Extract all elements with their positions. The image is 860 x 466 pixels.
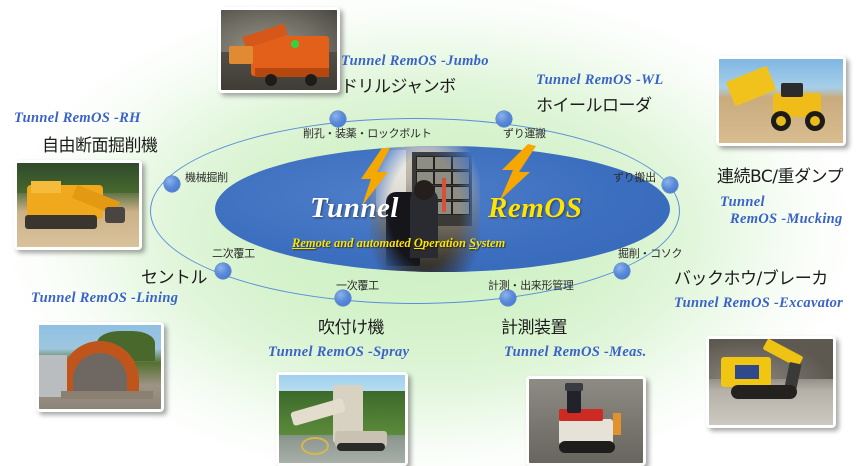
product-label-wl: Tunnel RemOS -WL: [536, 72, 664, 88]
machine-label-spray: 吹付け機: [318, 318, 385, 338]
stage-label-haulage: ずり運搬: [503, 127, 546, 140]
node-stage-drilling[interactable]: [330, 111, 346, 127]
product-label-rh: Tunnel RemOS -RH: [14, 110, 141, 126]
drill-jumbo-photo: [218, 7, 340, 93]
subtitle-part-s: S: [469, 236, 477, 250]
node-stage-primary[interactable]: [335, 290, 351, 306]
wheel-loader-photo: [716, 56, 846, 146]
machine-label-excavator: バックホウ/ブレーカ: [674, 269, 828, 289]
stage-label-excav: 掘削・コソク: [618, 247, 683, 260]
form-carriage-photo: [36, 322, 164, 412]
machine-label-meas: 計測装置: [501, 318, 568, 338]
shotcrete-machine-photo: [276, 372, 408, 466]
subtitle-part-4: peration: [422, 236, 470, 250]
product-label-spray: Tunnel RemOS -Spray: [268, 344, 410, 360]
product-label-lining: Tunnel RemOS -Lining: [31, 290, 179, 306]
center-title-right: RemOS: [488, 192, 583, 224]
stage-label-measure: 計測・出来形管理: [488, 279, 574, 292]
operator-head: [414, 180, 434, 200]
node-stage-measure[interactable]: [500, 290, 516, 306]
node-stage-secondary[interactable]: [215, 263, 231, 279]
machine-label-rh: 自由断面掘削機: [42, 136, 158, 156]
lightning-bolt-right-icon: [500, 144, 536, 200]
subtitle-part-rem: Rem: [292, 236, 316, 250]
process-cycle-ellipse: [150, 118, 680, 304]
central-ellipse: [215, 146, 670, 272]
subtitle-part-6: ystem: [476, 236, 506, 250]
center-subtitle: Remote and automated Operation System: [292, 236, 505, 251]
center-title-left: Tunnel: [310, 192, 399, 224]
stage-label-mucking: ずり搬出: [613, 171, 656, 184]
product-label-mucking-line1: Tunnel: [720, 194, 765, 210]
lightning-bolt-left-icon: [361, 148, 390, 206]
product-label-mucking: Tunnel RemOS -Mucking: [720, 194, 843, 227]
node-stage-mechexcav[interactable]: [164, 176, 180, 192]
node-stage-excav[interactable]: [614, 263, 630, 279]
machine-label-wl: ホイールローダ: [536, 96, 652, 116]
product-label-excavator: Tunnel RemOS -Excavator: [674, 295, 844, 311]
free-section-excavator-photo: [14, 160, 142, 250]
machine-label-mucking: 連続BC/重ダンプ: [717, 167, 843, 187]
stage-label-mechexcav: 機械掘削: [185, 171, 228, 184]
node-stage-mucking[interactable]: [662, 177, 678, 193]
control-room-photo: [370, 146, 480, 272]
product-label-mucking-line2: RemOS -Mucking: [730, 210, 843, 227]
red-pole: [442, 178, 446, 212]
subtitle-part-o: O: [413, 236, 423, 250]
stage-label-drilling: 削孔・装薬・ロックボルト: [303, 127, 432, 140]
stage-label-secondary: 二次覆工: [212, 247, 255, 260]
product-label-meas: Tunnel RemOS -Meas.: [504, 344, 647, 360]
machine-label-lining: セントル: [141, 268, 208, 288]
excavator-photo: [706, 336, 836, 428]
subtitle-part-2: ote and automated: [315, 236, 414, 250]
node-stage-haulage[interactable]: [496, 111, 512, 127]
stage-label-primary: 一次覆工: [336, 279, 379, 292]
product-label-jumbo: Tunnel RemOS -Jumbo: [341, 53, 489, 69]
machine-label-jumbo: ドリルジャンボ: [341, 77, 456, 97]
measuring-robot-photo: [526, 376, 646, 466]
